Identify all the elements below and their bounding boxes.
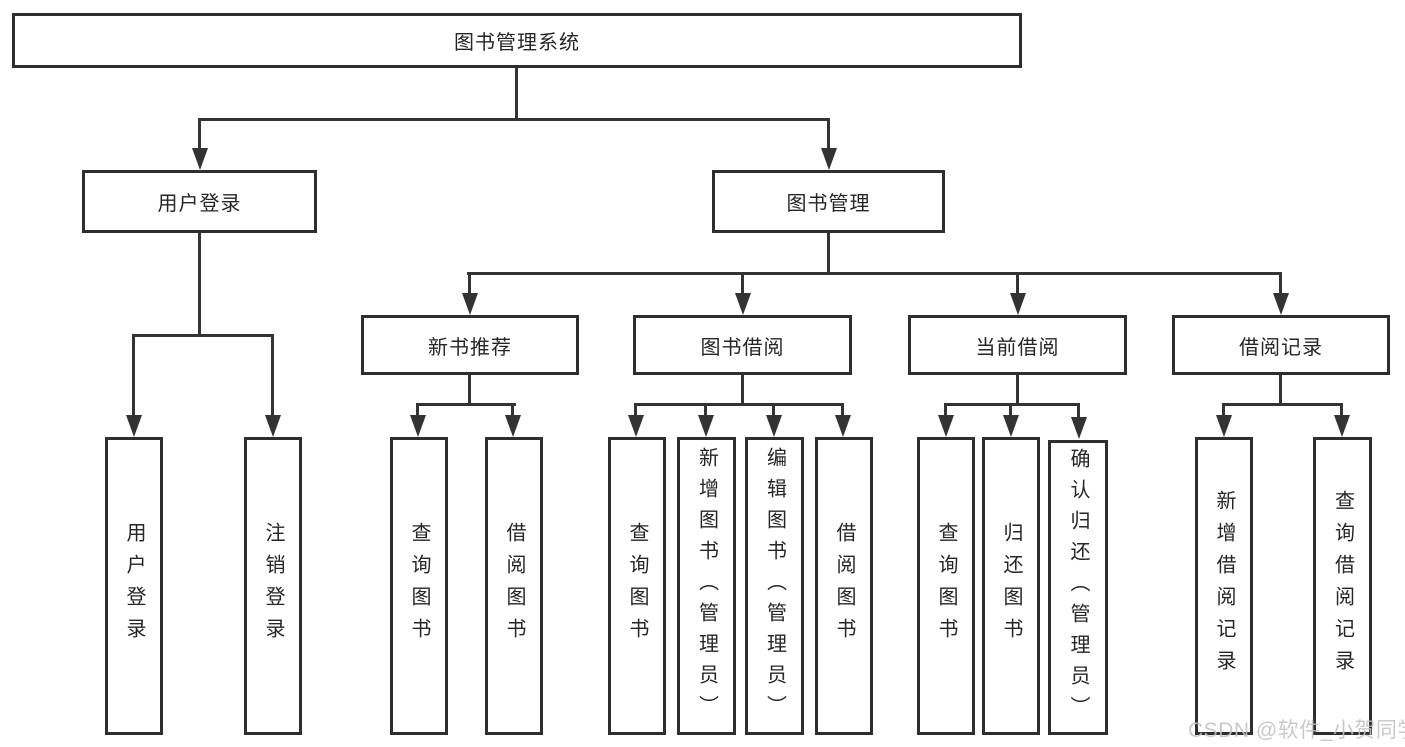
connector-line — [132, 334, 274, 337]
connector-line — [468, 375, 471, 406]
arrowhead-down-icon — [1003, 415, 1019, 437]
connector-line — [416, 403, 516, 406]
leaf-borrow-books-recommend: 借阅图书 — [485, 437, 543, 735]
arrowhead-down-icon — [505, 415, 521, 437]
connector-line — [1009, 403, 1012, 417]
arrowhead-down-icon — [1071, 417, 1087, 439]
leaf-edit-books-admin: 编辑图书（管理员） — [745, 437, 804, 735]
arrowhead-down-icon — [192, 148, 208, 170]
arrowhead-down-icon — [462, 293, 478, 315]
arrowhead-down-icon — [735, 293, 751, 315]
node-label: 图书借阅 — [700, 336, 785, 359]
connector-line — [772, 403, 775, 417]
connector-line — [1077, 403, 1080, 419]
connector-line — [198, 118, 830, 121]
connector-line — [704, 403, 707, 417]
node-label: 注销登录 — [262, 522, 284, 650]
connector-line — [634, 403, 637, 417]
node-new-book-recommend: 新书推荐 — [361, 315, 579, 375]
connector-line — [1222, 403, 1342, 406]
arrowhead-down-icon — [938, 415, 954, 437]
connector-line — [511, 403, 514, 417]
connector-line — [1279, 375, 1282, 406]
node-label: 归还图书 — [1000, 522, 1022, 650]
node-label: 借阅图书 — [833, 522, 855, 650]
arrowhead-down-icon — [628, 415, 644, 437]
leaf-query-books-recommend: 查询图书 — [390, 437, 448, 735]
node-label: 用户登录 — [157, 193, 242, 215]
node-label: 新增图书（管理员） — [695, 446, 718, 726]
node-label: 新书推荐 — [428, 336, 512, 359]
connector-line — [416, 403, 419, 417]
connector-line — [467, 272, 1282, 275]
connector-line — [1222, 403, 1225, 417]
arrowhead-down-icon — [698, 415, 714, 437]
connector-line — [132, 334, 135, 416]
leaf-logout: 注销登录 — [244, 437, 302, 735]
node-root-system: 图书管理系统 — [12, 13, 1022, 68]
arrowhead-down-icon — [265, 415, 281, 437]
connector-line — [827, 118, 830, 152]
arrowhead-down-icon — [410, 415, 426, 437]
node-label: 用户登录 — [123, 522, 145, 650]
node-borrowing-records: 借阅记录 — [1172, 315, 1390, 375]
node-label: 借阅图书 — [503, 522, 525, 650]
arrowhead-down-icon — [1010, 293, 1026, 315]
node-label: 查询图书 — [935, 522, 957, 650]
connector-line — [468, 272, 471, 294]
connector-line — [741, 272, 744, 294]
leaf-query-borrow-record: 查询借阅记录 — [1313, 437, 1372, 735]
connector-line — [944, 403, 947, 417]
node-book-borrowing: 图书借阅 — [633, 315, 852, 375]
connector-line — [198, 233, 201, 337]
csdn-watermark: CSDN @软件_小贺同学 — [1188, 719, 1405, 742]
node-label: 图书管理系统 — [454, 32, 580, 54]
connector-line — [198, 118, 201, 152]
connector-line — [634, 403, 844, 406]
node-current-borrowing: 当前借阅 — [908, 315, 1127, 375]
arrowhead-down-icon — [821, 148, 837, 170]
connector-line — [841, 403, 844, 417]
leaf-confirm-return-admin: 确认归还（管理员） — [1048, 440, 1108, 735]
node-label: 查询图书 — [626, 522, 648, 650]
arrowhead-down-icon — [126, 415, 142, 437]
connector-line — [515, 68, 518, 120]
node-label: 编辑图书（管理员） — [763, 446, 786, 726]
connector-line — [1016, 375, 1019, 406]
leaf-add-books-admin: 新增图书（管理员） — [677, 437, 736, 735]
node-label: 新增借阅记录 — [1213, 490, 1235, 682]
leaf-add-borrow-record: 新增借阅记录 — [1195, 437, 1253, 735]
node-label: 查询图书 — [408, 522, 430, 650]
node-label: 确认归还（管理员） — [1067, 448, 1089, 727]
connector-line — [944, 403, 1080, 406]
node-book-management: 图书管理 — [712, 170, 945, 233]
node-label: 借阅记录 — [1239, 336, 1323, 359]
leaf-borrow-books: 借阅图书 — [815, 437, 873, 735]
arrowhead-down-icon — [1273, 293, 1289, 315]
connector-line — [827, 233, 830, 275]
arrowhead-down-icon — [835, 415, 851, 437]
connector-line — [741, 375, 744, 406]
arrowhead-down-icon — [1216, 415, 1232, 437]
connector-line — [271, 334, 274, 416]
node-label: 查询借阅记录 — [1331, 490, 1354, 682]
node-label: 当前借阅 — [975, 336, 1060, 359]
connector-line — [1340, 403, 1343, 417]
leaf-query-books-borrow: 查询图书 — [608, 437, 666, 735]
arrowhead-down-icon — [1334, 415, 1350, 437]
arrowhead-down-icon — [766, 415, 782, 437]
node-label: 图书管理 — [786, 193, 871, 215]
connector-line — [1279, 272, 1282, 294]
leaf-query-books-current: 查询图书 — [917, 437, 975, 735]
leaf-user-login: 用户登录 — [105, 437, 163, 735]
leaf-return-books: 归还图书 — [982, 437, 1040, 735]
connector-line — [1016, 272, 1019, 294]
node-user-login: 用户登录 — [82, 170, 317, 233]
